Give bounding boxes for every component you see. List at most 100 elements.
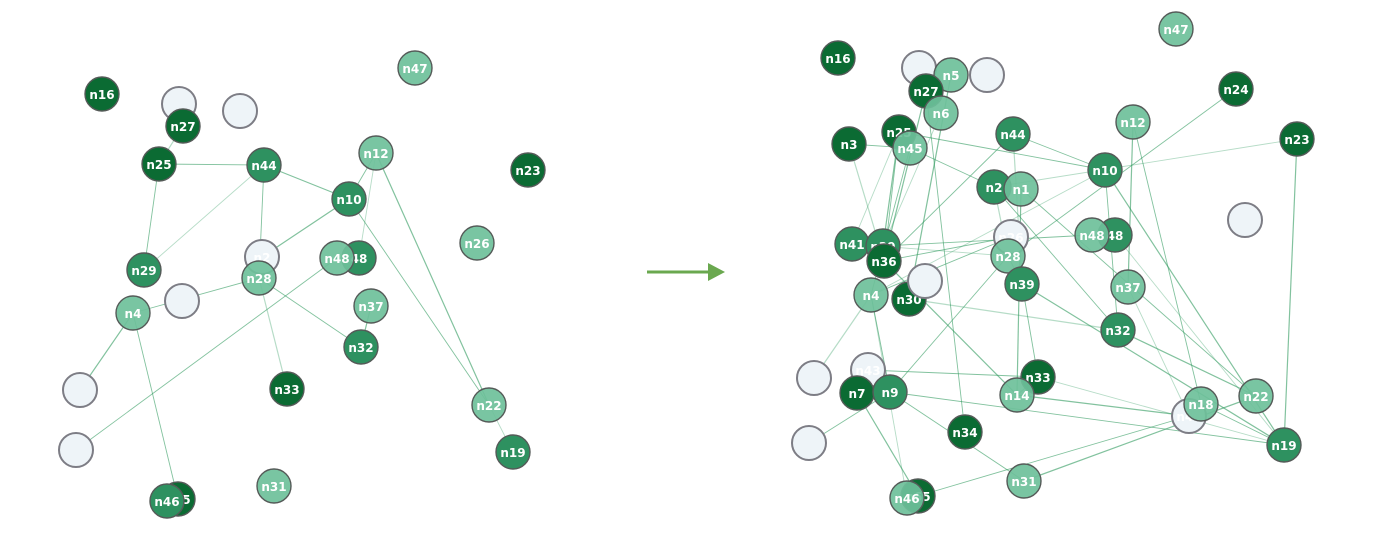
after-node-n16[interactable]: n16 [820, 40, 856, 76]
before-node-e3[interactable] [164, 283, 200, 319]
after-node-circle [889, 480, 925, 516]
before-node-circle [149, 483, 185, 519]
after-node-circle [1087, 152, 1123, 188]
after-edge-n26-n36 [883, 236, 1012, 262]
after-node-circle [933, 57, 969, 93]
after-node-e3[interactable] [1227, 202, 1263, 238]
before-node-e5[interactable] [58, 432, 94, 468]
before-node-n47[interactable]: n47 [397, 50, 433, 86]
before-node-n26[interactable]: n26 [459, 225, 495, 261]
after-node-circle [1238, 378, 1274, 414]
after-node-n7[interactable]: n7 [839, 375, 875, 411]
before-node-n46[interactable]: n46 [149, 483, 185, 519]
after-node-circle [796, 360, 832, 396]
after-edge-n9-n28 [889, 255, 1009, 393]
after-node-n9[interactable]: n9 [872, 374, 908, 410]
before-node-n44[interactable]: n44 [246, 147, 282, 183]
after-edge-n2-n32 [993, 186, 1119, 331]
after-node-circle [820, 40, 856, 76]
before-node-n10[interactable]: n10 [331, 181, 367, 217]
after-edge-n43-n33 [867, 369, 1039, 378]
after-node-n24[interactable]: n24 [1218, 71, 1254, 107]
after-edge-n23-n19 [1283, 138, 1298, 446]
before-edge-n28-n32 [258, 277, 362, 348]
after-node-n6[interactable]: n6 [923, 95, 959, 131]
before-node-circle [397, 50, 433, 86]
after-edge-n12-n37 [1127, 121, 1134, 288]
after-node-n3[interactable]: n3 [831, 126, 867, 162]
before-node-n31[interactable]: n31 [256, 468, 292, 504]
after-node-n12[interactable]: n12 [1115, 104, 1151, 140]
after-node-n1[interactable]: n1 [1003, 171, 1039, 207]
after-node-n47[interactable]: n47 [1158, 11, 1194, 47]
before-node-e2[interactable] [222, 93, 258, 129]
transition-arrow-icon [647, 263, 725, 281]
after-node-n10[interactable]: n10 [1087, 152, 1123, 188]
before-node-n28[interactable]: n28 [241, 260, 277, 296]
after-node-circle [1100, 312, 1136, 348]
after-node-n32[interactable]: n32 [1100, 312, 1136, 348]
after-node-n37[interactable]: n37 [1110, 269, 1146, 305]
before-node-n4[interactable]: n4 [115, 295, 151, 331]
after-node-n19[interactable]: n19 [1266, 427, 1302, 463]
after-edge-n7-n65 [856, 392, 919, 497]
before-node-n32[interactable]: n32 [343, 329, 379, 365]
after-node-circle [1115, 104, 1151, 140]
after-node-circle [1183, 386, 1219, 422]
after-node-n36[interactable]: n36 [866, 243, 902, 279]
after-edge-n27-n34 [925, 90, 966, 433]
after-node-circle [831, 126, 867, 162]
before-node-circle [126, 252, 162, 288]
after-edge-n32-n22 [1117, 329, 1257, 397]
before-node-n12[interactable]: n12 [358, 135, 394, 171]
before-node-n22[interactable]: n22 [471, 387, 507, 423]
before-node-circle [353, 288, 389, 324]
before-node-n19[interactable]: n19 [495, 434, 531, 470]
after-edge-n40-n65 [917, 415, 1190, 497]
after-edge-n25-n10 [898, 131, 1106, 171]
after-node-n41[interactable]: n41 [834, 226, 870, 262]
after-edge-n25-n41 [851, 131, 900, 245]
after-node-e6[interactable] [791, 425, 827, 461]
before-node-circle [459, 225, 495, 261]
after-node-circle [969, 57, 1005, 93]
after-node-circle [1003, 171, 1039, 207]
before-node-circle [241, 260, 277, 296]
after-node-n23[interactable]: n23 [1279, 121, 1315, 157]
before-node-n27[interactable]: n27 [165, 108, 201, 144]
before-node-n48[interactable]: n48 [319, 240, 355, 276]
before-node-n23[interactable]: n23 [510, 152, 546, 188]
after-node-e2[interactable] [969, 57, 1005, 93]
before-edge-n12-n22 [375, 152, 490, 406]
before-node-n25[interactable]: n25 [141, 146, 177, 182]
after-node-n34[interactable]: n34 [947, 414, 983, 450]
after-node-n31[interactable]: n31 [1006, 463, 1042, 499]
after-node-n45[interactable]: n45 [892, 130, 928, 166]
after-node-n22[interactable]: n22 [1238, 378, 1274, 414]
after-node-e4[interactable] [907, 263, 943, 299]
before-edge-n12-n48b [358, 152, 377, 259]
after-node-e5[interactable] [796, 360, 832, 396]
before-node-n29[interactable]: n29 [126, 252, 162, 288]
before-node-circle [510, 152, 546, 188]
before-node-circle [115, 295, 151, 331]
after-node-n14[interactable]: n14 [999, 377, 1035, 413]
after-node-n46[interactable]: n46 [889, 480, 925, 516]
before-node-n37[interactable]: n37 [353, 288, 389, 324]
after-edge-n9-n19 [889, 391, 1285, 446]
after-node-n44[interactable]: n44 [995, 116, 1031, 152]
before-node-n16[interactable]: n16 [84, 76, 120, 112]
before-node-e4[interactable] [62, 372, 98, 408]
before-node-circle [84, 76, 120, 112]
after-node-n39[interactable]: n39 [1004, 266, 1040, 302]
before-node-n33[interactable]: n33 [269, 371, 305, 407]
after-node-n4[interactable]: n4 [853, 277, 889, 313]
after-node-n48[interactable]: n48 [1074, 217, 1110, 253]
after-edge-n30-n32 [908, 298, 1119, 331]
after-edge-n39-n19 [1021, 283, 1285, 446]
after-edge-n22-n31 [1023, 395, 1257, 482]
after-node-n18[interactable]: n18 [1183, 386, 1219, 422]
